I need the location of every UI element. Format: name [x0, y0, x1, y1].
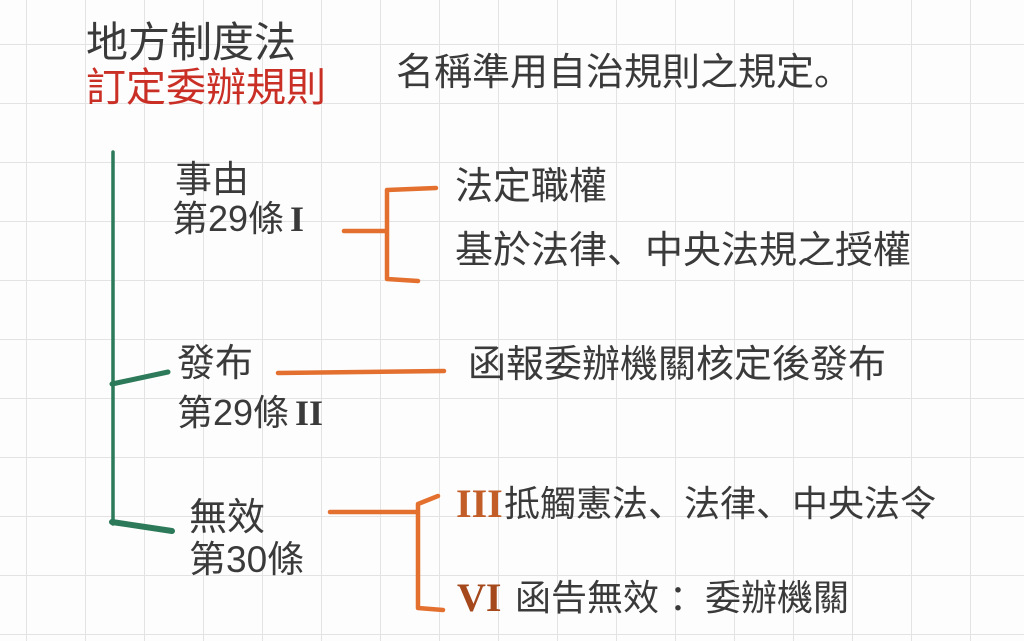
branch3-item1-text: 抵觸憲法、法律、中央法令 [504, 483, 937, 524]
branch2-article-base: 第29條 [177, 392, 290, 433]
branch1-article-base: 第29條 [172, 198, 285, 239]
branch1-detail-line1: 法定職權 [455, 166, 608, 208]
branch-tick-publish [109, 369, 171, 387]
branch3-item1-numeral: III [456, 481, 503, 526]
branch1-label: 事由 [175, 159, 249, 200]
branch1-detail-line2: 基於法律、中央法規之授權 [455, 230, 912, 272]
branch3-item2-numeral: VI [457, 575, 502, 620]
branch3-bracket [415, 493, 446, 613]
header-note: 名稱準用自治規則之規定。 [396, 52, 853, 94]
page-subtitle: 訂定委辦規則 [86, 66, 326, 110]
branch1-article-numeral: I [290, 199, 305, 239]
branch3-label: 無效 [189, 497, 266, 539]
branch2-detail-line1: 函報委辦機關核定後發布 [468, 344, 887, 386]
branch-tick-invalid [109, 519, 175, 534]
branch2-label: 發布 [177, 343, 254, 385]
branch1-bracket [384, 185, 439, 284]
branch3-item2-text: 函告無效 ：委辦機關 [515, 577, 850, 618]
branch2-article-numeral: II [295, 393, 324, 433]
branch2-connector-line [275, 368, 447, 376]
branch3-article: 第30條 [189, 539, 305, 580]
page-title: 地方制度法 [86, 19, 297, 66]
